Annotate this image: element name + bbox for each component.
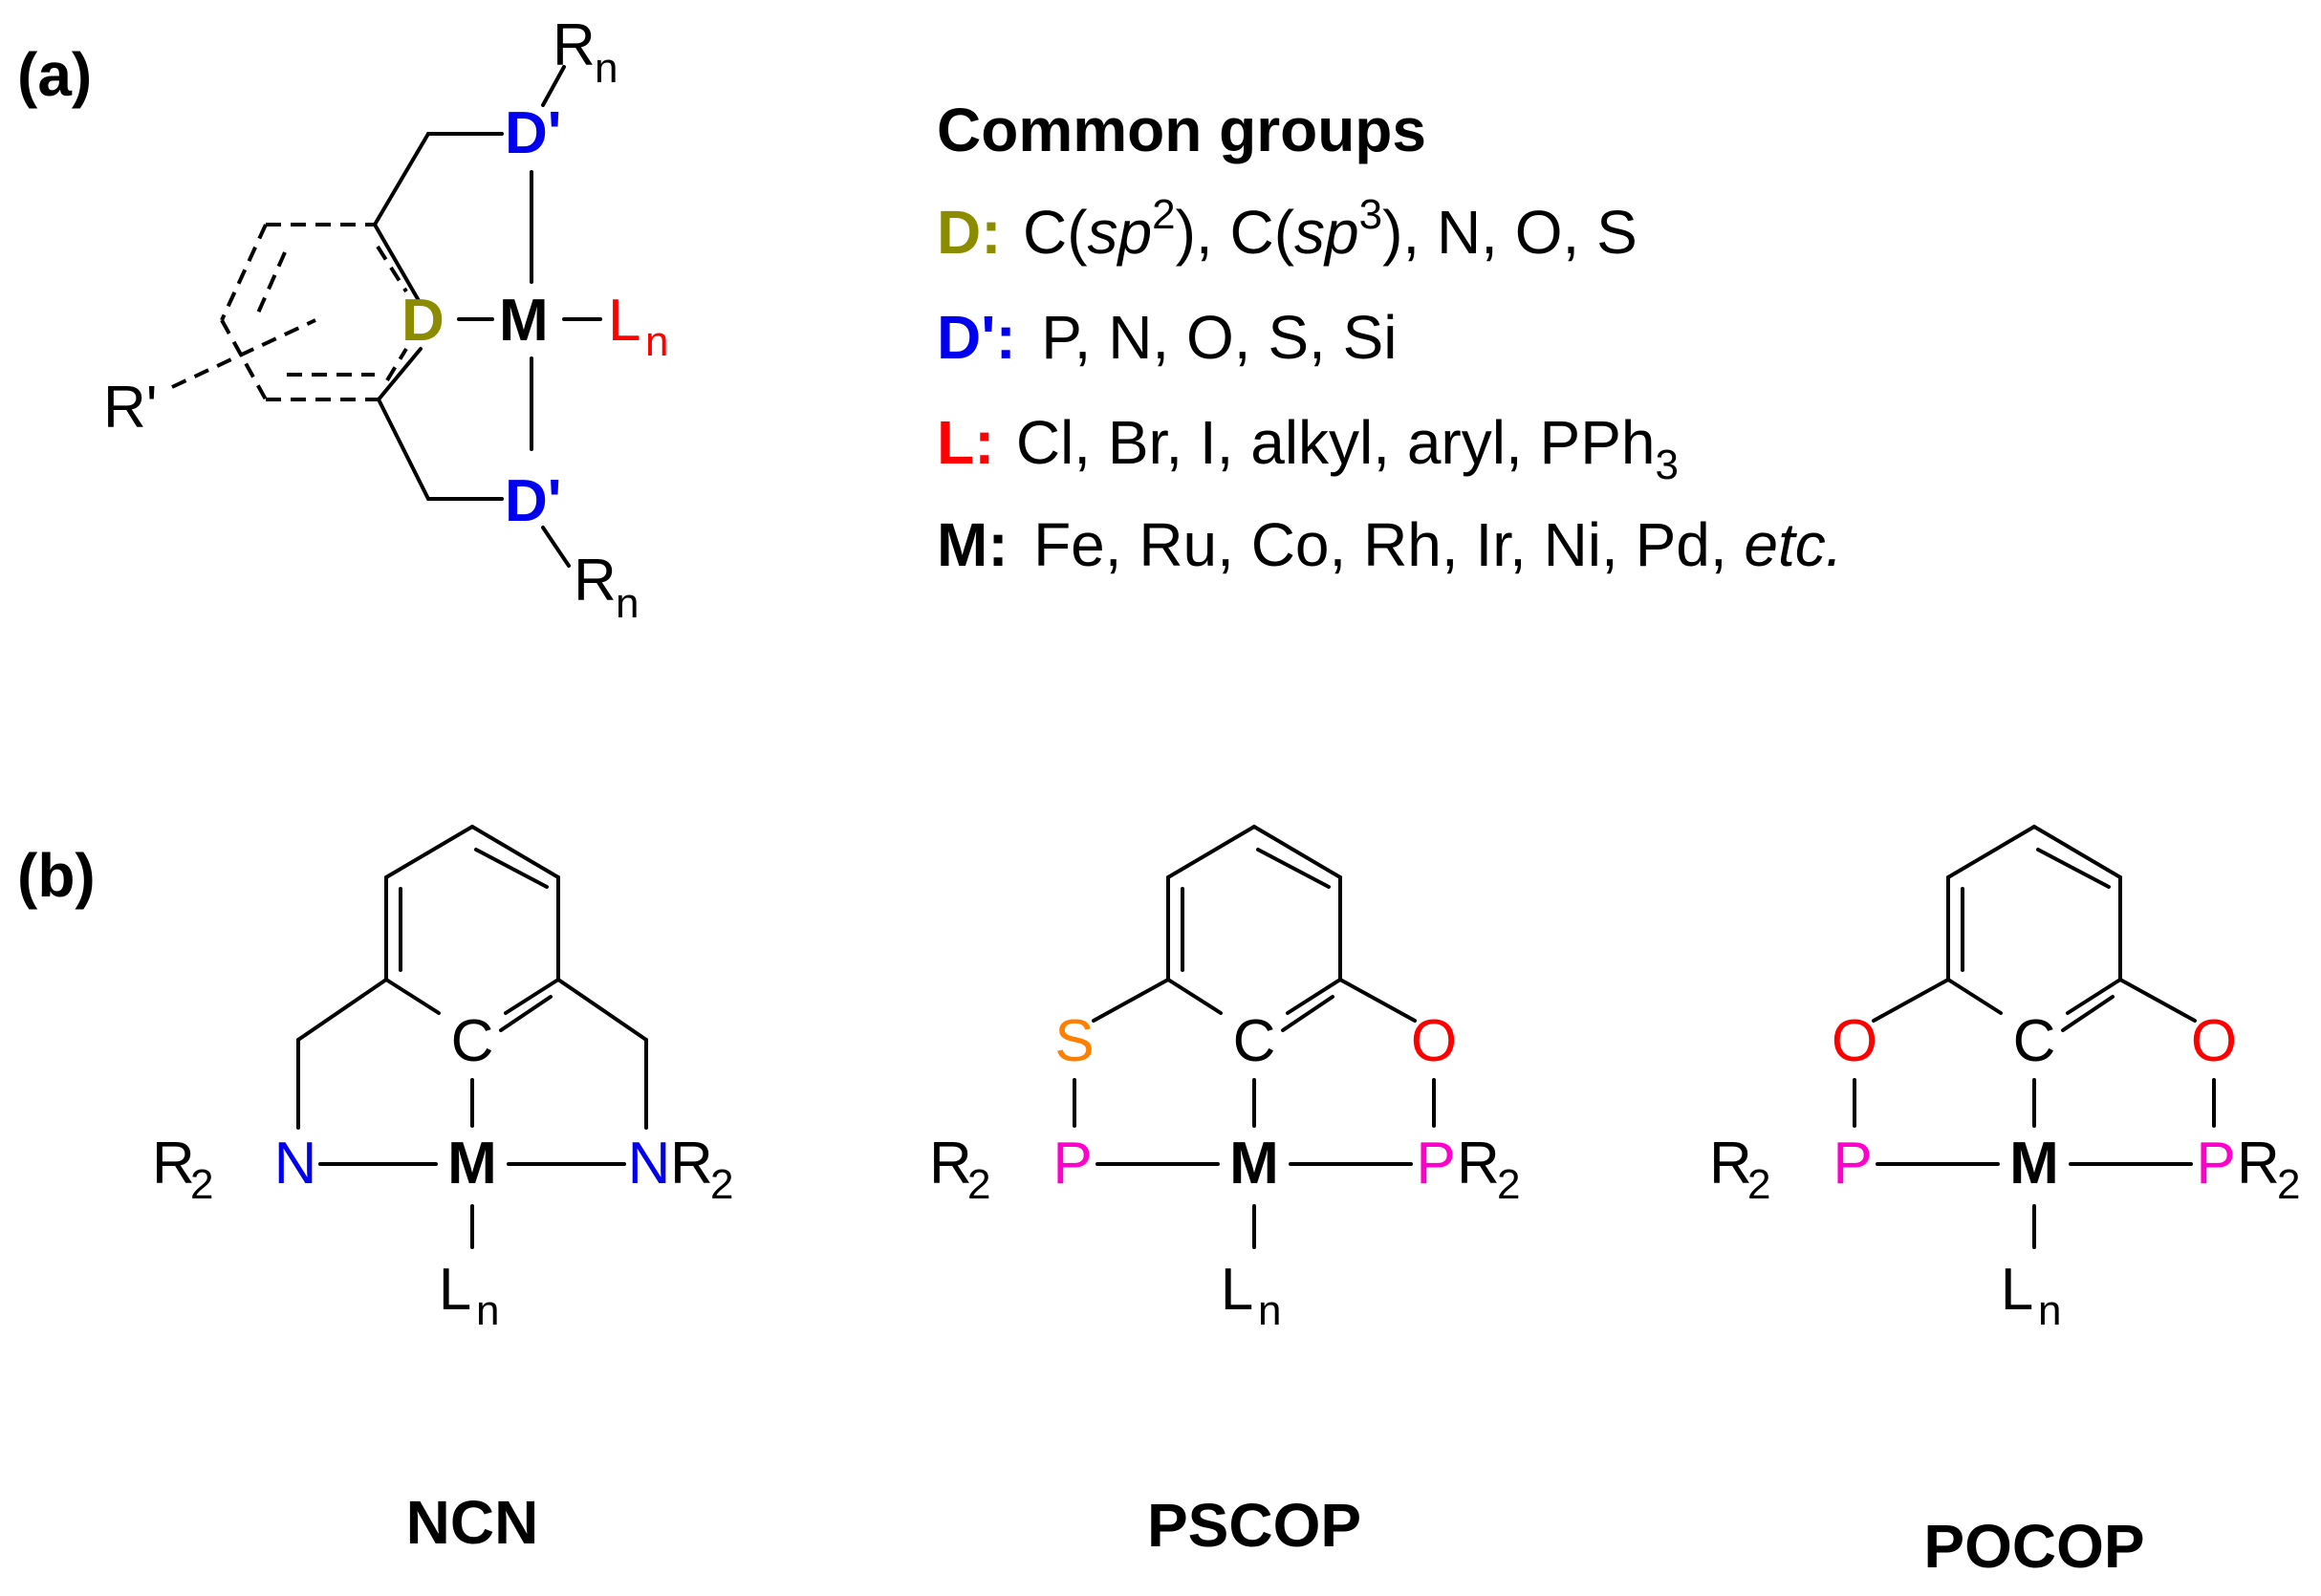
ch2-bond xyxy=(556,978,648,1042)
right-substituent: R xyxy=(1457,1131,1500,1197)
metal: M xyxy=(447,1131,497,1197)
ring-bond xyxy=(2066,978,2122,1015)
panel-label-b: (b) xyxy=(17,841,96,910)
link-bond xyxy=(2118,978,2197,1023)
right-link-atom: O xyxy=(2191,1008,2237,1074)
substituent-bottom-subscript: n xyxy=(616,580,639,627)
left-substituent: R xyxy=(152,1131,195,1197)
metal-m: M xyxy=(499,288,549,354)
ring-bond xyxy=(1166,978,1223,1015)
ipso-carbon: C xyxy=(451,1008,494,1074)
right-donor: P xyxy=(2196,1131,2235,1197)
ring-double-bond xyxy=(1256,848,1331,889)
legend-title: Common groups xyxy=(937,96,1426,164)
right-substituent-subscript: 2 xyxy=(710,1161,733,1208)
donor-prime-bottom: D' xyxy=(505,468,562,534)
ch2-bond xyxy=(296,978,388,1042)
left-substituent: R xyxy=(929,1131,972,1197)
legend-key-l: L: xyxy=(937,408,994,477)
left-link-atom: S xyxy=(1054,1008,1094,1074)
right-substituent: R xyxy=(2237,1131,2280,1197)
left-substituent: R xyxy=(1709,1131,1752,1197)
complex-name: PSCOP xyxy=(1147,1491,1361,1560)
left-substituent-subscript: 2 xyxy=(1747,1161,1770,1208)
ligand: L xyxy=(439,1257,471,1323)
ring-bond xyxy=(470,825,560,879)
ipso-carbon: C xyxy=(1233,1008,1276,1074)
ligand-l: L xyxy=(608,288,640,354)
ring-double-bond xyxy=(2036,848,2111,889)
ligand: L xyxy=(1221,1257,1253,1323)
complex-name: POCOP xyxy=(1923,1512,2144,1581)
common-groups-legend: Common groups D: C(sp2), C(sp3), N, O, S… xyxy=(937,96,1843,579)
ligand-subscript: n xyxy=(2038,1287,2061,1334)
general-pincer-structure: D' D' D M L n R n R n R' xyxy=(103,12,668,627)
ligand-subscript: n xyxy=(645,318,668,365)
ring-bond xyxy=(384,978,441,1015)
legend-row-l: L: Cl, Br, I, alkyl, aryl, PPh3 xyxy=(937,408,1679,488)
substituent-top-subscript: n xyxy=(595,45,618,92)
left-donor: P xyxy=(1052,1131,1092,1197)
left-donor: P xyxy=(1833,1131,1872,1197)
ring-bond xyxy=(504,978,560,1015)
link-bond xyxy=(1092,978,1170,1023)
ring-double-bond xyxy=(499,995,553,1032)
ring-double-bond xyxy=(2061,995,2115,1032)
right-link-atom: O xyxy=(1411,1008,1457,1074)
ligand: L xyxy=(2001,1257,2033,1323)
ring-bond xyxy=(1946,978,2003,1015)
legend-key-d: D: xyxy=(937,198,1002,267)
legend-key-dprime: D': xyxy=(937,303,1016,372)
left-donor: N xyxy=(274,1131,317,1197)
ring-bond xyxy=(384,825,474,879)
link-bond xyxy=(1338,978,1417,1023)
left-substituent-subscript: 2 xyxy=(967,1161,990,1208)
right-donor: N xyxy=(628,1131,671,1197)
ring-double-bond xyxy=(474,848,549,889)
left-link-atom: O xyxy=(1832,1008,1877,1074)
link-bond xyxy=(1872,978,1950,1023)
ring-bond xyxy=(1286,978,1342,1015)
substituent-bottom: R xyxy=(574,548,617,614)
ring-bond xyxy=(1946,825,2036,879)
legend-row-m: M: Fe, Ru, Co, Rh, Ir, Ni, Pd, etc. xyxy=(937,510,1843,579)
ring-substituent: R' xyxy=(103,375,158,441)
ring-bond xyxy=(2032,825,2122,879)
left-substituent-subscript: 2 xyxy=(190,1161,213,1208)
ligand-subscript: n xyxy=(476,1287,499,1334)
right-substituent-subscript: 2 xyxy=(2277,1161,2300,1208)
metal: M xyxy=(2009,1131,2059,1197)
ring-bond xyxy=(1166,825,1256,879)
right-substituent: R xyxy=(670,1131,713,1197)
donor-d: D xyxy=(401,288,445,354)
legend-key-m: M: xyxy=(937,510,1009,579)
right-donor: P xyxy=(1416,1131,1455,1197)
right-substituent-subscript: 2 xyxy=(1497,1161,1520,1208)
ring-double-bond xyxy=(1281,995,1334,1032)
complex-name: NCN xyxy=(406,1488,539,1557)
legend-row-dprime: D': P, N, O, S, Si xyxy=(937,303,1397,372)
panel-label-a: (a) xyxy=(17,40,92,109)
metal: M xyxy=(1229,1131,1279,1197)
ligand-subscript: n xyxy=(1258,1287,1281,1334)
legend-row-d: D: C(sp2), C(sp3), N, O, S xyxy=(937,191,1638,267)
ipso-carbon: C xyxy=(2013,1008,2056,1074)
donor-prime-top: D' xyxy=(505,100,562,166)
substituent-top: R xyxy=(553,12,596,78)
ring-bond xyxy=(1252,825,1342,879)
